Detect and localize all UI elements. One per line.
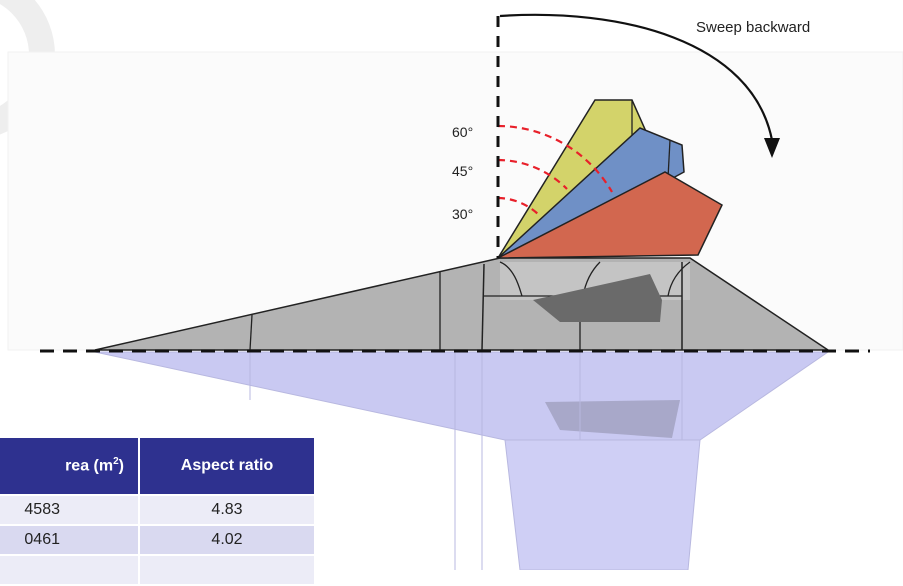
header-aspect-ratio: Aspect ratio bbox=[140, 438, 314, 494]
table-row: 4583 4.83 bbox=[0, 496, 314, 524]
area-cell: 4583 bbox=[0, 496, 138, 524]
aspect-ratio-cell: 4.83 bbox=[140, 496, 314, 524]
area-cell bbox=[0, 556, 138, 584]
fin-shadow bbox=[533, 274, 662, 322]
angle-label-60: 60° bbox=[452, 124, 473, 140]
sweep-backward-label: Sweep backward bbox=[696, 19, 810, 36]
reflection-planform bbox=[94, 351, 830, 570]
aspect-ratio-cell bbox=[140, 556, 314, 584]
swept-wing-diagram: Sweep backward 60° 45° 30° bbox=[0, 0, 870, 570]
fuselage bbox=[94, 257, 831, 351]
sweep-angle-arcs bbox=[497, 124, 613, 217]
arrowhead-icon bbox=[764, 138, 780, 158]
table-header-row: rea (m2) Aspect ratio bbox=[0, 438, 314, 494]
area-cell: 0461 bbox=[0, 526, 138, 554]
table-row bbox=[0, 556, 314, 584]
wing-30-degree bbox=[497, 171, 723, 259]
sweep-backward-arrow bbox=[499, 13, 780, 158]
aspect-ratio-cell: 4.02 bbox=[140, 526, 314, 554]
wing-spec-table: rea (m2) Aspect ratio 4583 4.83 0461 4.0… bbox=[0, 436, 316, 586]
header-area: rea (m2) bbox=[0, 438, 138, 494]
table-row: 0461 4.02 bbox=[0, 526, 314, 554]
angle-label-30: 30° bbox=[452, 206, 473, 222]
angle-label-45: 45° bbox=[452, 163, 473, 179]
